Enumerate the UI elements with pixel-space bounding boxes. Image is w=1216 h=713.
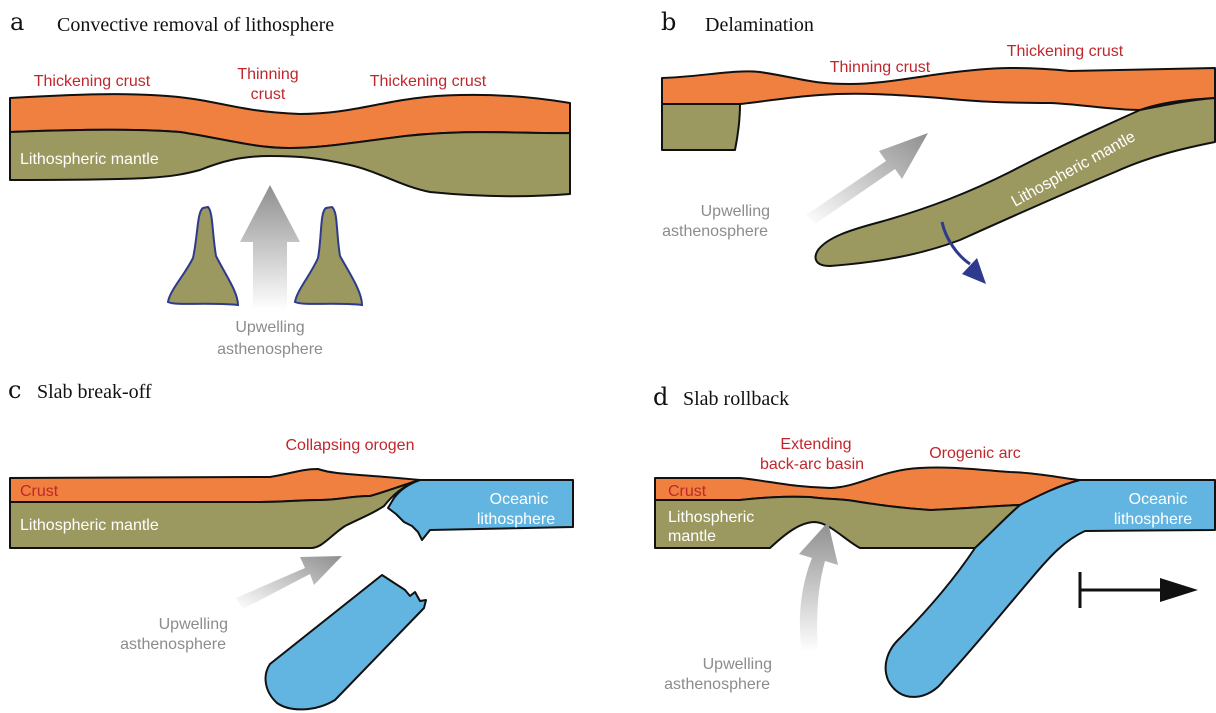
panel-c: c Slab break-off Collapsing orogen Crust… — [8, 376, 573, 709]
panel-a-upwelling-arrow — [240, 185, 300, 310]
panel-d-label-upwelling-1: Upwelling — [703, 656, 772, 673]
panel-d: d Slab rollback Extending back-arc basin… — [653, 383, 1215, 697]
panel-c-label-mantle: Lithospheric mantle — [20, 517, 159, 534]
panel-b-label-thinning: Thinning crust — [830, 59, 931, 76]
panel-b: b Delamination Thinning crust Thickening… — [661, 8, 1215, 284]
panel-a-label-thinning-2: crust — [251, 86, 286, 103]
panel-d-rollback-arrow-icon — [1160, 578, 1198, 602]
panel-d-label-mantle-1: Lithospheric — [668, 509, 754, 526]
panel-d-label-orogenic-arc: Orogenic arc — [929, 445, 1021, 462]
panel-d-label-oceanic-1: Oceanic — [1129, 491, 1188, 508]
panel-a-label-upwelling-1: Upwelling — [235, 319, 304, 336]
panel-b-label-upwelling-1: Upwelling — [701, 203, 770, 220]
panel-c-label-oceanic-1: Oceanic — [490, 491, 549, 508]
panel-d-upwelling-arrow — [799, 522, 838, 652]
panel-c-label-oceanic-2: lithosphere — [477, 511, 555, 528]
panel-a-label-thickening-left: Thickening crust — [34, 73, 151, 90]
panel-c-title: Slab break-off — [37, 381, 152, 403]
panel-d-label-oceanic-2: lithosphere — [1114, 511, 1192, 528]
panel-b-label-upwelling-2: asthenosphere — [662, 223, 768, 240]
panel-a-title: Convective removal of lithosphere — [57, 14, 334, 36]
panel-c-label-upwelling-2: asthenosphere — [120, 636, 226, 653]
panel-d-letter: d — [653, 383, 668, 411]
panel-c-label-crust: Crust — [20, 483, 59, 500]
panel-c-upwelling-arrow — [236, 556, 342, 609]
panel-c-broken-slab — [266, 575, 426, 709]
panel-c-label-upwelling-1: Upwelling — [159, 616, 228, 633]
panel-b-upwelling-arrow — [806, 133, 928, 224]
panel-b-mantle-left-wedge — [662, 104, 740, 150]
panel-a-label-thinning-1: Thinning — [237, 66, 298, 83]
panel-a-mantle-drip-right — [295, 207, 362, 305]
panel-a: a Convective removal of lithosphere Thic… — [10, 8, 570, 358]
panel-a-letter: a — [10, 8, 24, 36]
panel-d-label-crust: Crust — [668, 483, 707, 500]
panel-c-letter: c — [8, 376, 21, 404]
panel-d-label-mantle-2: mantle — [668, 528, 716, 545]
panel-c-label-collapsing: Collapsing orogen — [286, 437, 415, 454]
panel-a-mantle-drip-left — [168, 207, 238, 305]
panel-b-crust-layer — [662, 68, 1215, 110]
panel-d-label-extending-1: Extending — [780, 436, 851, 453]
panel-a-label-thickening-right: Thickening crust — [370, 73, 487, 90]
panel-b-label-thickening: Thickening crust — [1007, 43, 1124, 60]
panel-d-title: Slab rollback — [683, 388, 789, 410]
panel-b-title: Delamination — [705, 14, 814, 36]
panel-c-oceanic-plate — [388, 480, 573, 540]
panel-a-label-mantle: Lithospheric mantle — [20, 151, 159, 168]
panel-a-label-upwelling-2: asthenosphere — [217, 341, 323, 358]
panel-d-label-upwelling-2: asthenosphere — [664, 676, 770, 693]
panel-b-letter: b — [661, 8, 676, 36]
panel-d-label-extending-2: back-arc basin — [760, 456, 864, 473]
